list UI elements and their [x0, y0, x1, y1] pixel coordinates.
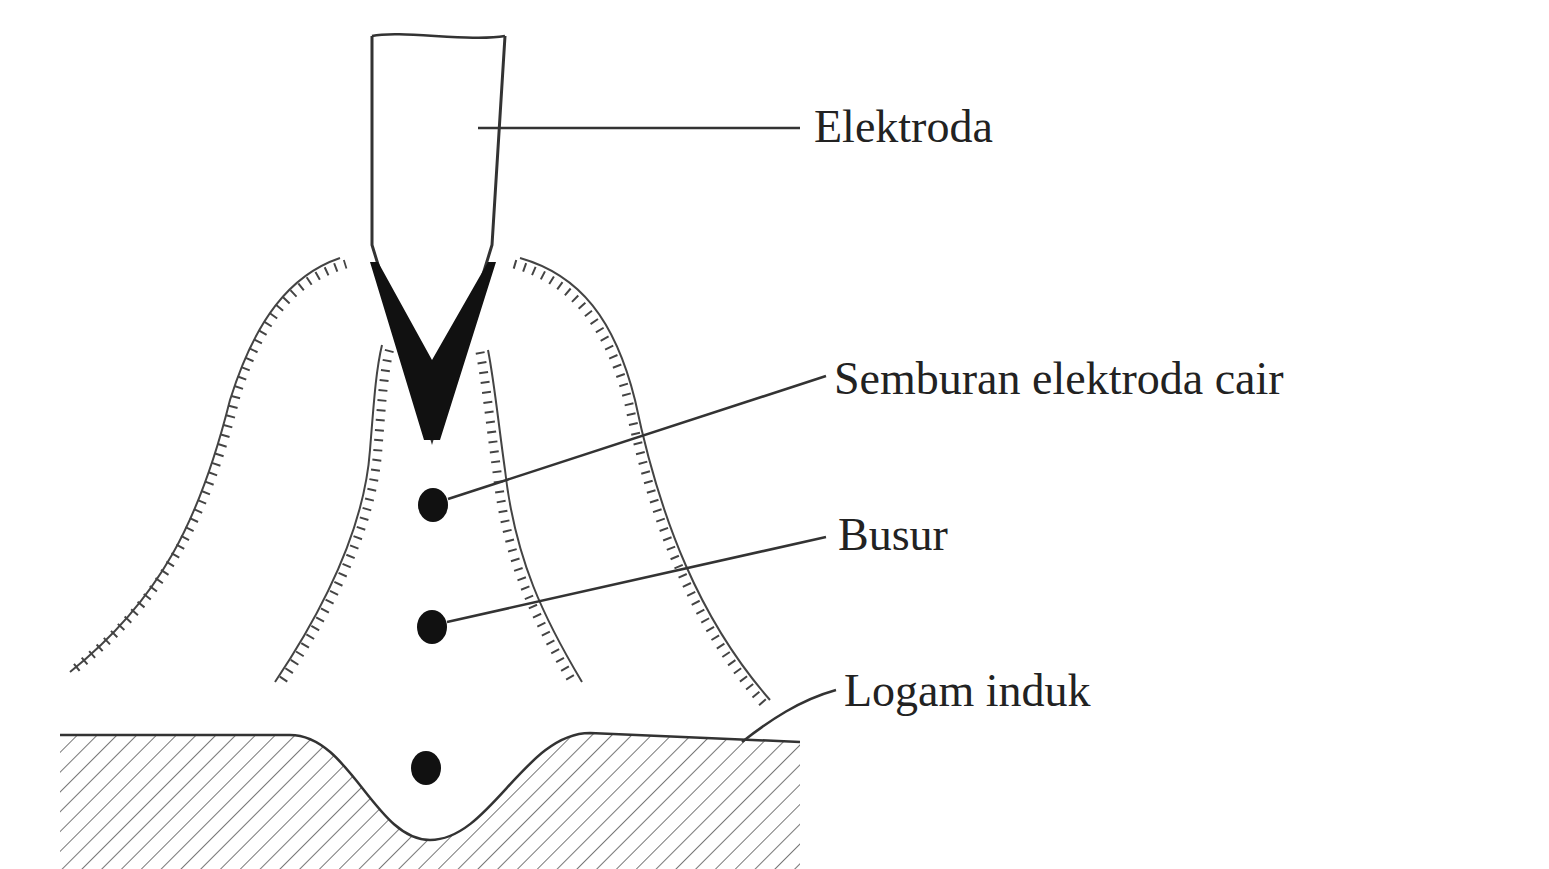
leader-line	[447, 537, 826, 622]
part-label: Elektroda	[814, 104, 993, 150]
part-label: Busur	[838, 512, 948, 558]
part-label: Semburan elektroda cair	[834, 356, 1284, 402]
molten-tip	[370, 262, 496, 440]
base-metal	[60, 733, 800, 869]
droplet	[418, 488, 448, 522]
leader-line	[448, 376, 826, 499]
droplet	[417, 610, 447, 644]
electrode-end	[372, 34, 505, 37]
leader-line	[478, 127, 800, 130]
leader-line	[742, 690, 836, 742]
droplet	[411, 751, 441, 785]
part-label: Logam induk	[844, 668, 1091, 714]
base-metal-surface	[60, 733, 800, 840]
